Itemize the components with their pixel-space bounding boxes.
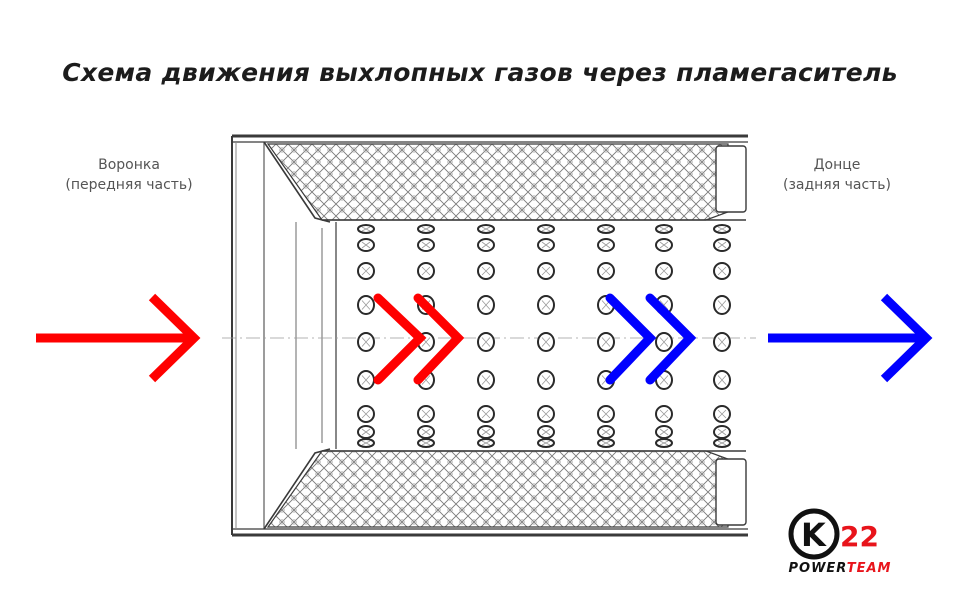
perforation-hole-mesh: [421, 266, 431, 276]
perforation-hole-mesh: [481, 241, 491, 249]
perforation-hole-mesh: [421, 440, 431, 446]
perforation-hole-mesh: [717, 428, 727, 436]
perforation-hole-mesh: [717, 266, 727, 276]
perforation-hole-mesh: [481, 409, 491, 419]
perforation-hole-mesh: [659, 337, 669, 347]
perforation-hole-mesh: [659, 375, 669, 385]
perforation-hole-mesh: [361, 266, 371, 276]
inlet-label-note: (передняя часть): [65, 177, 193, 193]
perforation-hole-mesh: [361, 226, 371, 232]
perforation-hole-mesh: [361, 300, 371, 310]
perforation-hole-mesh: [601, 337, 611, 347]
perforation-hole-mesh: [481, 300, 491, 310]
perforation-hole-mesh: [421, 226, 431, 232]
outlet-label-note: (задняя часть): [782, 177, 892, 193]
perforation-hole-mesh: [481, 440, 491, 446]
perforation-hole-mesh: [601, 226, 611, 232]
perforation-hole-mesh: [541, 375, 551, 385]
perforation-hole-mesh: [541, 440, 551, 446]
perforation-hole-mesh: [541, 337, 551, 347]
outlet-arrow-icon: [768, 293, 933, 383]
perforation-hole-mesh: [361, 375, 371, 385]
inlet-label-name: Воронка: [98, 157, 160, 173]
logo-number: 22: [840, 520, 879, 553]
perforation-hole-mesh: [601, 440, 611, 446]
perforation-hole-mesh: [659, 428, 669, 436]
perforation-hole-mesh: [541, 409, 551, 419]
arrestor-body: [222, 134, 756, 537]
perforation-hole-mesh: [601, 409, 611, 419]
inner-blue-chevrons-icon: [605, 293, 697, 385]
perforation-hole-mesh: [541, 300, 551, 310]
perforation-hole-mesh: [717, 300, 727, 310]
perforation-hole-mesh: [717, 440, 727, 446]
perforation-hole-mesh: [717, 409, 727, 419]
perforation-hole-mesh: [659, 409, 669, 419]
perforation-hole-mesh: [659, 226, 669, 232]
perforation-hole-mesh: [541, 241, 551, 249]
perforation-hole-mesh: [601, 266, 611, 276]
perforation-hole-mesh: [361, 337, 371, 347]
perforation-hole-mesh: [481, 266, 491, 276]
perforation-hole-mesh: [481, 226, 491, 232]
page-title: Схема движения выхлопных газов через пла…: [62, 58, 898, 87]
rear-bottom-part: [715, 145, 747, 526]
perforation-hole-mesh: [601, 241, 611, 249]
perforation-hole-mesh: [659, 440, 669, 446]
logo-word-team: TEAM: [846, 561, 892, 576]
bottom-mesh-packing: [266, 450, 729, 528]
logo-k-letter: K: [801, 516, 827, 554]
logo-word-power: POWER: [788, 561, 847, 576]
perforation-hole-mesh: [541, 266, 551, 276]
perforation-hole-mesh: [717, 226, 727, 232]
inner-red-chevrons-icon: [373, 293, 465, 385]
perforation-hole-mesh: [421, 409, 431, 419]
perforation-hole-mesh: [361, 241, 371, 249]
outlet-label-name: Донце: [813, 157, 861, 173]
perforation-hole-mesh: [481, 428, 491, 436]
perforation-hole-mesh: [659, 241, 669, 249]
perforation-hole-mesh: [601, 428, 611, 436]
perforation-hole-mesh: [717, 337, 727, 347]
inlet-label: Воронка (передняя часть): [29, 155, 229, 195]
inlet-arrow-icon: [36, 293, 201, 383]
perforation-hole-mesh: [541, 428, 551, 436]
perforation-hole-mesh: [421, 428, 431, 436]
perforation-hole-mesh: [659, 266, 669, 276]
logo-wordmark: POWERTEAM: [750, 561, 930, 576]
perforation-hole-mesh: [481, 375, 491, 385]
top-mesh-packing: [266, 143, 729, 221]
perforation-hole-mesh: [361, 440, 371, 446]
perforation-hole-mesh: [717, 375, 727, 385]
perforation-hole-mesh: [481, 337, 491, 347]
k22-logo-icon: K: [788, 508, 840, 560]
perforation-hole-mesh: [541, 226, 551, 232]
perforation-hole-mesh: [361, 428, 371, 436]
perforation-hole-mesh: [717, 241, 727, 249]
outlet-label: Донце (задняя часть): [737, 155, 937, 195]
perforation-hole-mesh: [421, 241, 431, 249]
perforation-hole-mesh: [361, 409, 371, 419]
